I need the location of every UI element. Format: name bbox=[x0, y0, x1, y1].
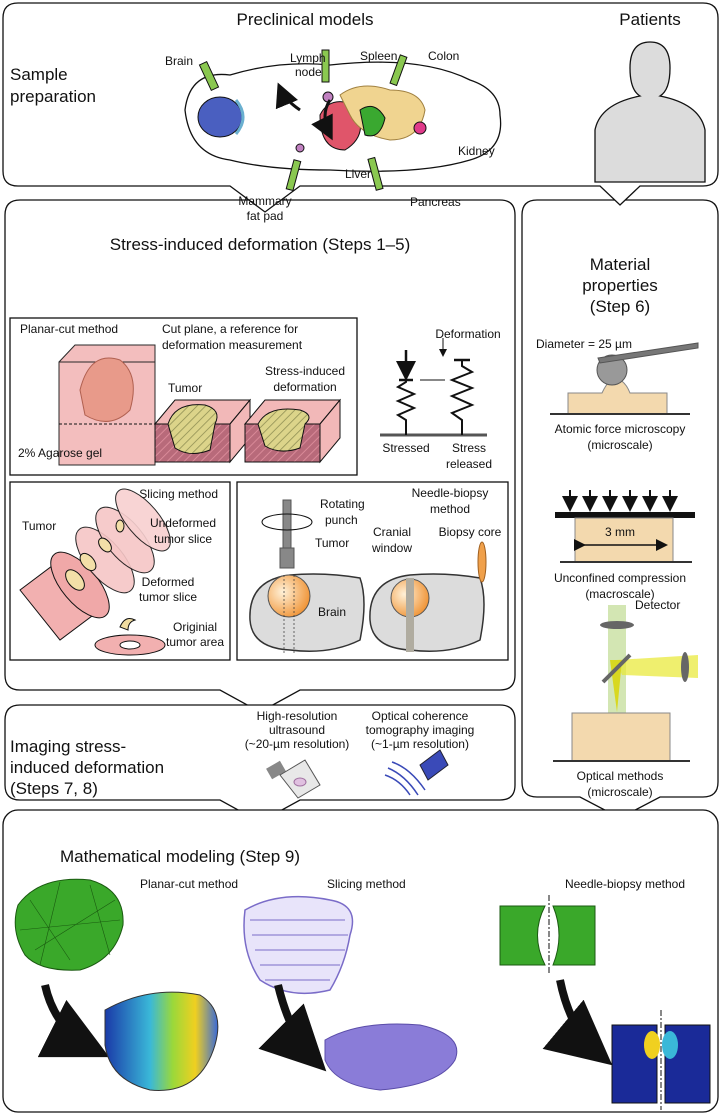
patients-title: Patients bbox=[619, 10, 680, 29]
slicing-stack-deformed bbox=[324, 1023, 458, 1091]
planar-cut-title: Planar-cut method bbox=[20, 322, 118, 336]
planar-mesh-undeformed bbox=[14, 878, 124, 971]
organ-kidney: Kidney bbox=[458, 144, 495, 158]
preclinical-models-title: Preclinical models bbox=[237, 10, 374, 29]
organ-colon: Colon bbox=[428, 49, 459, 63]
organ-pancreas: Pancreas bbox=[410, 195, 461, 209]
brain-label: Brain bbox=[318, 605, 346, 619]
agarose-gel-label: 2% Agarose gel bbox=[18, 446, 102, 460]
imaging-title: Imaging stress-induced deformation(Steps… bbox=[10, 737, 164, 798]
planar-mesh-deformed bbox=[104, 991, 219, 1091]
modeling-panel: Mathematical modeling (Step 9) Planar-cu… bbox=[2, 809, 719, 1113]
afm-diameter-label: Diameter = 25 µm bbox=[536, 337, 632, 351]
patient-silhouette bbox=[594, 41, 706, 183]
organ-spleen: Spleen bbox=[360, 49, 397, 63]
optical-label: Optical methods(microscale) bbox=[577, 769, 664, 799]
imaging-panel: Imaging stress-induced deformation(Steps… bbox=[4, 704, 516, 823]
stress-deformation-panel: Stress-induced deformation (Steps 1–5) P… bbox=[4, 199, 516, 713]
modeling-title: Mathematical modeling (Step 9) bbox=[60, 847, 300, 866]
detector-label: Detector bbox=[635, 598, 680, 612]
compression-arrows bbox=[562, 490, 678, 512]
stressed-label: Stressed bbox=[382, 441, 429, 455]
afm-label: Atomic force microscopy(microscale) bbox=[555, 422, 686, 452]
ultrasound-probe-icon bbox=[266, 759, 321, 799]
planar-tumor-label: Tumor bbox=[168, 381, 202, 395]
slicing-arrow bbox=[258, 984, 327, 1072]
slicing-tumor-label: Tumor bbox=[22, 519, 56, 533]
slicing-title: Slicing method bbox=[139, 487, 218, 501]
needle-tumor-label: Tumor bbox=[315, 536, 349, 550]
organ-liver: Liver bbox=[345, 167, 371, 181]
modeling-planar-label: Planar-cut method bbox=[140, 877, 238, 891]
oct-probe-icon bbox=[384, 749, 449, 796]
planar-arrow bbox=[37, 984, 110, 1058]
compression-width-label: 3 mm bbox=[605, 525, 635, 539]
compression-label: Unconfined compression(macroscale) bbox=[554, 571, 686, 601]
spring-diagram bbox=[380, 338, 487, 437]
mouse-illustration bbox=[184, 49, 502, 192]
modeling-needle-label: Needle-biopsy method bbox=[565, 877, 685, 891]
needle-arrow bbox=[542, 979, 613, 1066]
needle-mesh-deformed bbox=[611, 1010, 711, 1110]
stress-panel-title: Stress-induced deformation (Steps 1–5) bbox=[110, 235, 411, 254]
deformation-label: Deformation bbox=[435, 327, 500, 341]
organ-brain: Brain bbox=[165, 54, 193, 68]
modeling-slicing-label: Slicing method bbox=[327, 877, 406, 891]
biopsy-core-label: Biopsy core bbox=[439, 525, 502, 539]
needle-mesh-undeformed bbox=[499, 895, 596, 975]
slicing-stack-undeformed bbox=[243, 895, 354, 995]
